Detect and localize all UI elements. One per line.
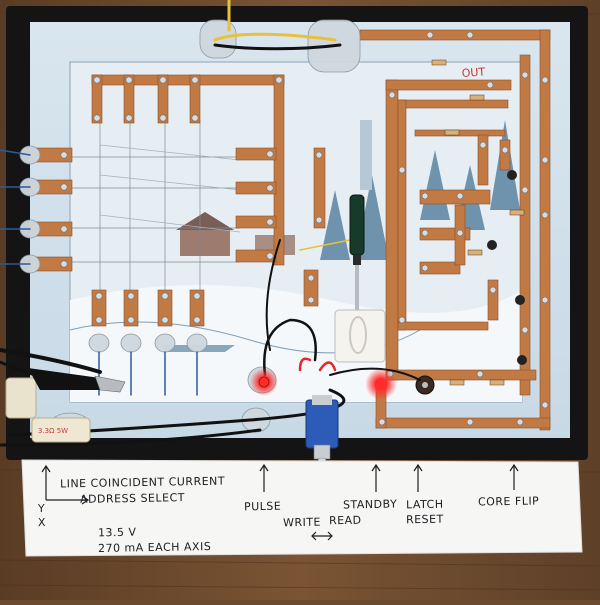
standby-label: STANDBY — [342, 497, 398, 512]
core-flip-label: CORE FLIP — [477, 494, 540, 509]
resistor-label: 3.3Ω 5W — [38, 427, 68, 435]
power-resistor: 3.3Ω 5W — [5, 377, 91, 443]
solder-joints — [60, 31, 549, 426]
write-label: WRITE — [282, 515, 322, 530]
axis-y-label: Y — [37, 501, 46, 516]
reset-label: RESET — [405, 512, 444, 527]
current-label: 270 mA EACH AXIS — [97, 540, 212, 555]
core-grid — [70, 120, 241, 300]
voltage-label: 13.5 V — [97, 525, 137, 540]
board-out-label: OUT — [461, 65, 486, 80]
white-block — [334, 309, 386, 363]
alligator-clip — [28, 368, 126, 393]
standby-led — [365, 368, 397, 400]
label-paper — [21, 459, 583, 557]
axis-x-label: X — [37, 515, 47, 530]
latch-label: LATCH — [405, 497, 444, 512]
pointer-arrows — [41, 463, 519, 541]
pulse-led — [250, 368, 278, 396]
screwdriver — [349, 194, 365, 330]
title-line-2: ADDRESS SELECT — [79, 491, 186, 506]
read-label: READ — [328, 513, 362, 528]
pulse-label: PULSE — [243, 499, 282, 514]
